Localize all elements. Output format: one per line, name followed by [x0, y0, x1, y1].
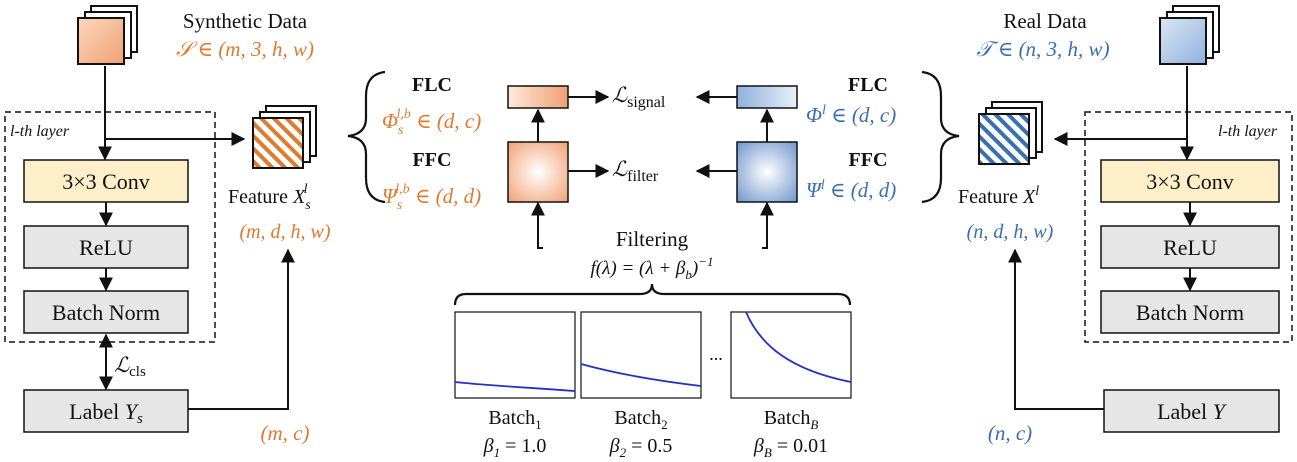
batch-b-plot [730, 311, 852, 399]
batch-2-curve [580, 363, 702, 387]
filtering-label: Filtering [616, 227, 689, 251]
real-feature-shape: (n, d, h, w) [967, 221, 1054, 243]
left-layer-label: l-th layer [10, 123, 70, 140]
loss-cls-label: ℒcls [114, 353, 146, 380]
psi-synthetic: Ψsl,b ∈ (d, d) [382, 182, 481, 213]
left-ffc-label: FFC [413, 149, 452, 171]
real-feature-stack-icon [978, 101, 1043, 165]
loss-filter-label: ℒfilter [612, 157, 659, 185]
right-label-shape: (n, c) [988, 421, 1032, 445]
batch-2-plot [580, 311, 702, 399]
left-flc-label: FLC [412, 74, 452, 96]
right-batchnorm-label: Batch Norm [1136, 300, 1244, 325]
right-relu-block [1100, 225, 1280, 269]
right-conv-label: 3×3 Conv [1146, 169, 1234, 194]
batch-1-beta: β1 = 1.0 [483, 435, 547, 460]
right-brace [921, 70, 960, 204]
left-conv-label: 3×3 Conv [62, 169, 150, 194]
batch-1-plot [454, 311, 576, 399]
loss-signal-label: ℒsignal [612, 83, 666, 111]
real-feature-label: Feature Xl [958, 184, 1039, 208]
psi-real: Ψl ∈ (d, d) [806, 178, 896, 202]
synthetic-feature-stack-icon [252, 105, 317, 169]
phi-real: Φl ∈ (d, c) [806, 103, 896, 127]
left-conv-block [23, 159, 189, 203]
batch-b-beta: βB = 0.01 [753, 435, 828, 460]
left-label-text: Label Ys [69, 399, 143, 427]
right-label-text: Label Y [1157, 399, 1228, 424]
flc-real-matrix [736, 85, 798, 109]
synthetic-data-stack-icon [77, 5, 138, 65]
ffc-synthetic-matrix [507, 141, 569, 203]
filtering-formula: f(λ) = (λ + βb)−1 [591, 254, 714, 282]
left-label-block [23, 389, 189, 433]
right-batchnorm-block [1100, 290, 1280, 334]
real-set-expr: 𝒯 ∈ (n, 3, h, w) [976, 37, 1109, 61]
ffc-real-matrix [736, 141, 798, 203]
synthetic-feature-label: Feature Xsl [228, 182, 311, 213]
synthetic-data-title: Synthetic Data [183, 9, 308, 33]
batch-1-label: Batch1 [488, 407, 541, 432]
right-relu-label: ReLU [1163, 235, 1217, 260]
right-layer-box [1084, 111, 1293, 343]
left-brace [347, 70, 386, 204]
batch-ellipsis: ... [709, 344, 723, 364]
left-batchnorm-label: Batch Norm [52, 300, 160, 325]
synthetic-set-expr: 𝒮 ∈ (m, 3, h, w) [176, 37, 314, 61]
batch-2-beta: β2 = 0.5 [609, 435, 673, 460]
batch-b-label: BatchB [764, 407, 819, 432]
real-data-stack-icon [1159, 5, 1220, 65]
filtering-brace [453, 283, 852, 306]
batch-2-label: Batch2 [614, 407, 667, 432]
batch-b-curve [745, 311, 852, 383]
left-relu-label: ReLU [79, 235, 133, 260]
left-batchnorm-block [23, 290, 189, 334]
synthetic-feature-shape: (m, d, h, w) [239, 221, 330, 243]
right-ffc-label: FFC [849, 149, 888, 171]
flc-synthetic-matrix [507, 85, 569, 109]
real-data-title: Real Data [1003, 9, 1087, 33]
right-layer-label: l-th layer [1218, 123, 1278, 140]
batch-1-curve [454, 381, 576, 392]
left-label-shape: (m, c) [261, 421, 310, 445]
right-label-block [1103, 389, 1280, 433]
phi-synthetic: Φsl,b ∈ (d, c) [382, 107, 481, 138]
right-flc-label: FLC [848, 74, 888, 96]
